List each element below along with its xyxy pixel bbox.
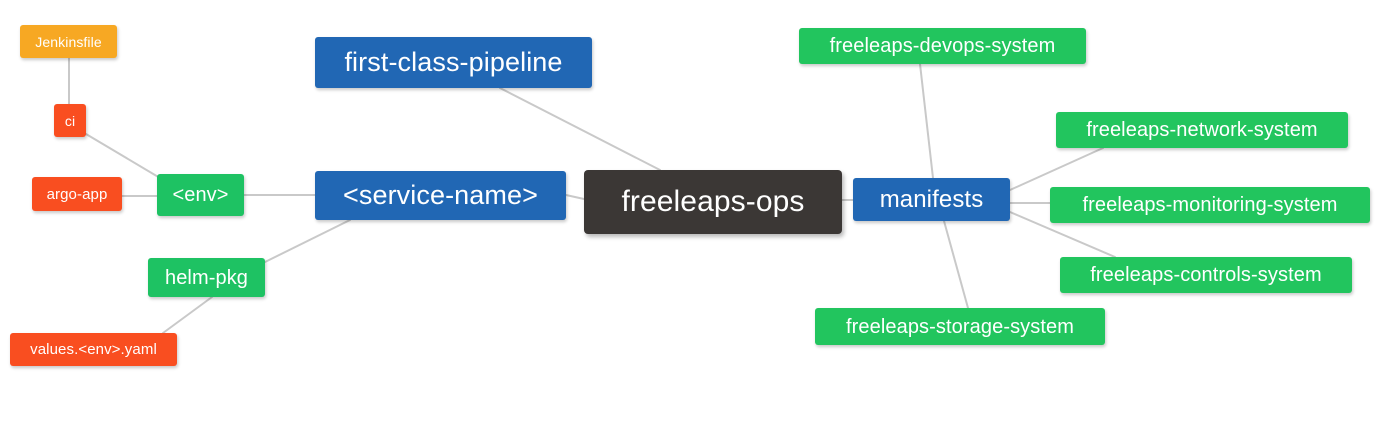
mindmap-node-manifests[interactable]: manifests — [853, 178, 1010, 221]
mindmap-node-service-name[interactable]: <service-name> — [315, 171, 566, 220]
mindmap-edge-first-class-pipeline-to-freeleaps-ops — [499, 87, 661, 171]
mindmap-edge-manifests-to-devops-system — [919, 63, 934, 179]
mindmap-node-freeleaps-ops[interactable]: freeleaps-ops — [584, 170, 842, 234]
mindmap-node-network-system[interactable]: freeleaps-network-system — [1056, 112, 1348, 148]
mindmap-node-ci[interactable]: ci — [54, 104, 86, 137]
mindmap-node-argo-app[interactable]: argo-app — [32, 177, 122, 211]
mindmap-node-values-yaml[interactable]: values.<env>.yaml — [10, 333, 177, 366]
mindmap-node-devops-system[interactable]: freeleaps-devops-system — [799, 28, 1086, 64]
mindmap-edge-manifests-to-storage-system — [943, 220, 969, 309]
mindmap-edge-manifests-to-network-system — [1009, 147, 1104, 191]
mindmap-edge-values-yaml-to-helm-pkg — [162, 296, 213, 334]
mindmap-node-helm-pkg[interactable]: helm-pkg — [148, 258, 265, 297]
mindmap-edge-service-name-to-freeleaps-ops — [565, 194, 585, 200]
mindmap-node-jenkinsfile[interactable]: Jenkinsfile — [20, 25, 117, 58]
mindmap-node-controls-system[interactable]: freeleaps-controls-system — [1060, 257, 1352, 293]
mindmap-node-storage-system[interactable]: freeleaps-storage-system — [815, 308, 1105, 345]
mindmap-node-env[interactable]: <env> — [157, 174, 244, 216]
mindmap-edge-helm-pkg-to-service-name — [264, 219, 351, 263]
mindmap-node-monitoring-system[interactable]: freeleaps-monitoring-system — [1050, 187, 1370, 223]
mindmap-node-first-class-pipeline[interactable]: first-class-pipeline — [315, 37, 592, 88]
mindmap-edge-ci-to-env — [85, 133, 161, 179]
